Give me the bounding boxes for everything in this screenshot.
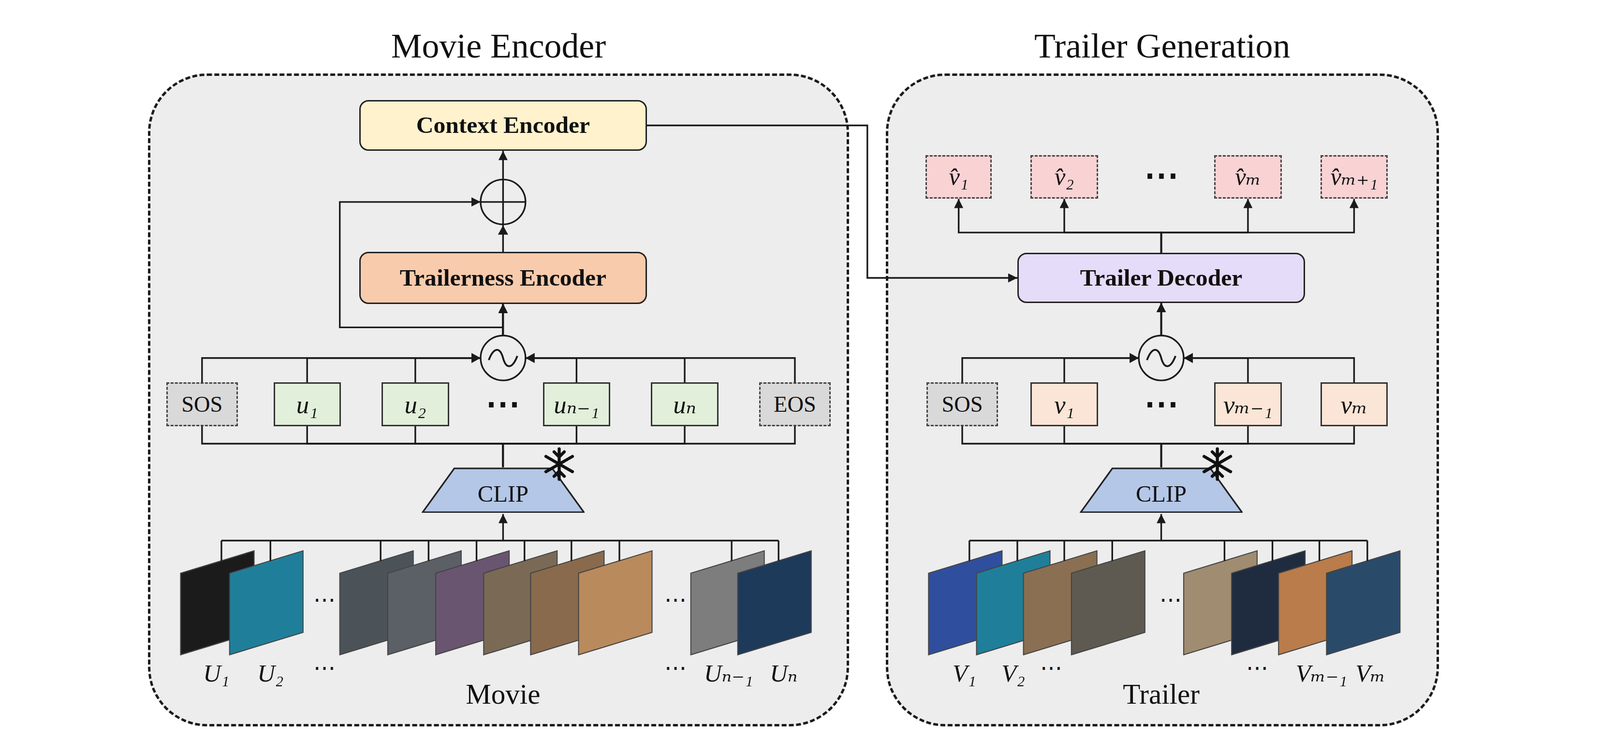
ellipsis-mark: ⋯ [1144, 386, 1179, 422]
node-label: EOS [773, 392, 817, 417]
node-label: uₙ₋₁ [553, 390, 600, 419]
special-token-box: v̂₁ [925, 155, 992, 200]
ellipsis-mark: ⋯ [313, 657, 336, 680]
node-label: SOS [941, 392, 983, 417]
ellipsis-mark: ⋯ [485, 386, 521, 422]
token-box: uₙ [650, 382, 719, 427]
clip-encoder: CLIP [1079, 467, 1244, 514]
ellipsis-mark: ⋯ [1040, 657, 1063, 680]
trapezoid-shape [1080, 468, 1242, 513]
frame-index: U₁ [203, 660, 230, 686]
node-label: CLIP [477, 481, 529, 507]
node-label: u₁ [296, 390, 319, 419]
ellipsis-mark: ⋯ [664, 657, 687, 680]
frame-index: V₂ [1001, 660, 1026, 686]
token-box: v₁ [1030, 382, 1098, 427]
frame-index: Vₘ₋₁ [1295, 660, 1348, 686]
token-box: vₘ₋₁ [1214, 382, 1282, 427]
ellipsis-mark: ⋯ [313, 588, 336, 612]
frame-index: U₂ [257, 660, 284, 686]
panel-heading: Movie Encoder [391, 27, 606, 66]
special-token-box: EOS [759, 382, 831, 427]
node-label: vₘ [1340, 390, 1368, 419]
token-box: u₂ [381, 382, 449, 427]
node-label: v̂ₘ [1234, 163, 1262, 191]
special-token-box: SOS [926, 382, 999, 427]
ellipsis-mark: ⋯ [1144, 158, 1179, 193]
ellipsis-mark: ⋯ [1159, 588, 1182, 612]
node-label: v̂₁ [949, 163, 969, 191]
node-label: v₁ [1054, 390, 1075, 419]
node-label: v̂₂ [1054, 163, 1074, 191]
encoder-box: Trailer Decoder [1017, 252, 1306, 303]
frame-index: Uₙ₋₁ [704, 660, 753, 686]
sequence-caption: Movie [465, 680, 541, 710]
panel-heading: Trailer Generation [1034, 27, 1291, 66]
ellipsis-mark: ⋯ [664, 588, 687, 612]
node-label: u₂ [404, 390, 427, 419]
node-label: v̂ₘ₊₁ [1330, 163, 1378, 191]
special-token-box: SOS [166, 382, 238, 427]
ellipsis-mark: ⋯ [1246, 657, 1269, 680]
encoder-box: Trailerness Encoder [359, 251, 647, 305]
sequence-caption: Trailer [1122, 680, 1200, 710]
special-token-box: v̂ₘ [1214, 155, 1282, 200]
trapezoid-shape [422, 468, 584, 513]
token-box: vₘ [1320, 382, 1388, 427]
token-box: u₁ [273, 382, 341, 427]
node-label: CLIP [1135, 481, 1187, 507]
node-label: Context Encoder [416, 112, 590, 139]
special-token-box: v̂ₘ₊₁ [1320, 155, 1388, 200]
node-label: Trailerness Encoder [399, 264, 607, 292]
node-label: uₙ [673, 390, 697, 419]
frame-index: V₁ [952, 660, 977, 686]
encoder-box: Context Encoder [359, 100, 647, 152]
token-box: uₙ₋₁ [543, 382, 611, 427]
special-token-box: v̂₂ [1030, 155, 1098, 200]
frame-index: Vₘ [1355, 660, 1386, 686]
frame-index: Uₙ [769, 660, 798, 686]
node-label: Trailer Decoder [1080, 264, 1243, 292]
node-label: vₘ₋₁ [1223, 390, 1273, 419]
clip-encoder: CLIP [421, 467, 586, 514]
node-label: SOS [181, 392, 223, 417]
